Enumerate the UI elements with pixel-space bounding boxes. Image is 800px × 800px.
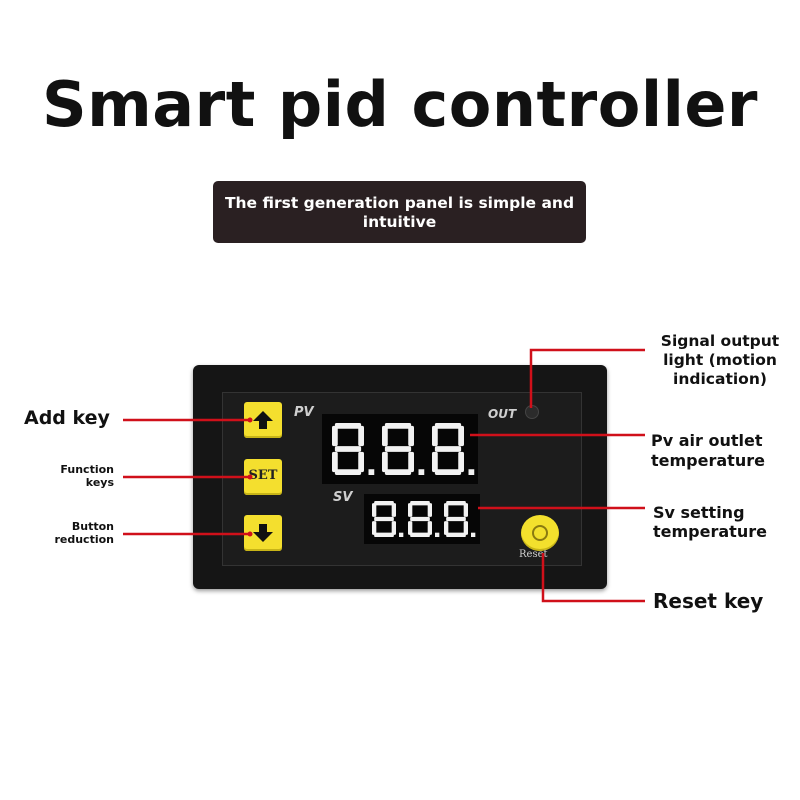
power-ring-icon	[532, 525, 548, 541]
sv-digit-segment	[408, 503, 413, 517]
sv-digit-segment	[374, 516, 394, 522]
sv-digit-segment	[427, 503, 432, 517]
sv-digit-segment	[446, 501, 466, 506]
signal-output-callout: Signal output light (motion indication)	[660, 332, 780, 388]
sv-temp-callout: Sv setting temperature	[653, 503, 767, 541]
pv-digit-decimal-point	[368, 469, 375, 475]
page-title: Smart pid controller	[42, 68, 758, 141]
reset-key-callout: Reset key	[653, 589, 764, 613]
sv-digit-segment	[374, 532, 394, 537]
sv-digit-segment	[408, 521, 413, 535]
pv-digit-segment	[432, 425, 438, 447]
sv-digit-segment	[391, 503, 396, 517]
sv-digit-segment	[427, 521, 432, 535]
sv-digit-segment	[446, 516, 466, 522]
pv-digit-decimal-point	[418, 469, 425, 475]
sv-digit-decimal-point	[399, 532, 404, 537]
arrow-up-icon	[253, 411, 273, 429]
pv-digit-segment	[384, 446, 412, 452]
pv-digit-segment	[408, 451, 414, 473]
sv-digit-decimal-point	[471, 532, 476, 537]
pv-digit-segment	[382, 425, 388, 447]
sv-digit-segment	[444, 503, 449, 517]
sv-digit-segment	[372, 521, 377, 535]
sv-digit-segment	[463, 503, 468, 517]
sv-digit-segment	[374, 501, 394, 506]
sv-display	[364, 494, 480, 544]
pv-label: PV	[294, 405, 314, 420]
signal-output-line	[529, 348, 645, 408]
button-reduction-callout: Button reduction	[54, 520, 114, 546]
sv-digit-segment	[463, 521, 468, 535]
pv-digit-segment	[432, 451, 438, 473]
add-key-callout: Add key	[24, 407, 110, 429]
pv-digit-segment	[384, 469, 412, 475]
sv-label: SV	[333, 490, 353, 505]
reset-button-label: Reset	[519, 549, 548, 560]
pv-temp-callout: Pv air outlet temperature	[651, 431, 765, 470]
sv-digit-segment	[372, 503, 377, 517]
pv-digit-segment	[334, 446, 362, 452]
sv-digit-segment	[410, 516, 430, 522]
pv-digit-segment	[334, 469, 362, 475]
reset-key-line	[541, 553, 645, 603]
pv-digit-segment	[434, 446, 462, 452]
reset-key-button[interactable]	[521, 515, 559, 551]
pv-digits	[332, 423, 475, 475]
sv-digit-decimal-point	[435, 532, 440, 537]
pv-digit-segment	[458, 451, 464, 473]
sv-digit-segment	[444, 521, 449, 535]
pv-digit-segment	[334, 423, 362, 429]
sv-digit-segment	[391, 521, 396, 535]
pv-digit-segment	[408, 425, 414, 447]
pv-digit-segment	[458, 425, 464, 447]
sv-digit-segment	[410, 501, 430, 506]
pv-digit-segment	[332, 425, 338, 447]
pv-digit-segment	[332, 451, 338, 473]
pv-digit-segment	[358, 451, 364, 473]
pv-digit-segment	[384, 423, 412, 429]
pv-digit-segment	[434, 423, 462, 429]
pv-digit-segment	[434, 469, 462, 475]
out-label: OUT	[488, 407, 517, 421]
pv-digit-segment	[382, 451, 388, 473]
sv-digits	[372, 501, 476, 537]
pv-display	[322, 414, 478, 484]
function-keys-callout: Function keys	[60, 463, 114, 489]
subtitle-banner: The first generation panel is simple and…	[213, 181, 586, 243]
sv-digit-segment	[446, 532, 466, 537]
pv-digit-segment	[358, 425, 364, 447]
sv-digit-segment	[410, 532, 430, 537]
arrow-down-icon	[253, 524, 273, 542]
pv-digit-decimal-point	[468, 469, 475, 475]
set-key-label: SET	[248, 468, 278, 483]
